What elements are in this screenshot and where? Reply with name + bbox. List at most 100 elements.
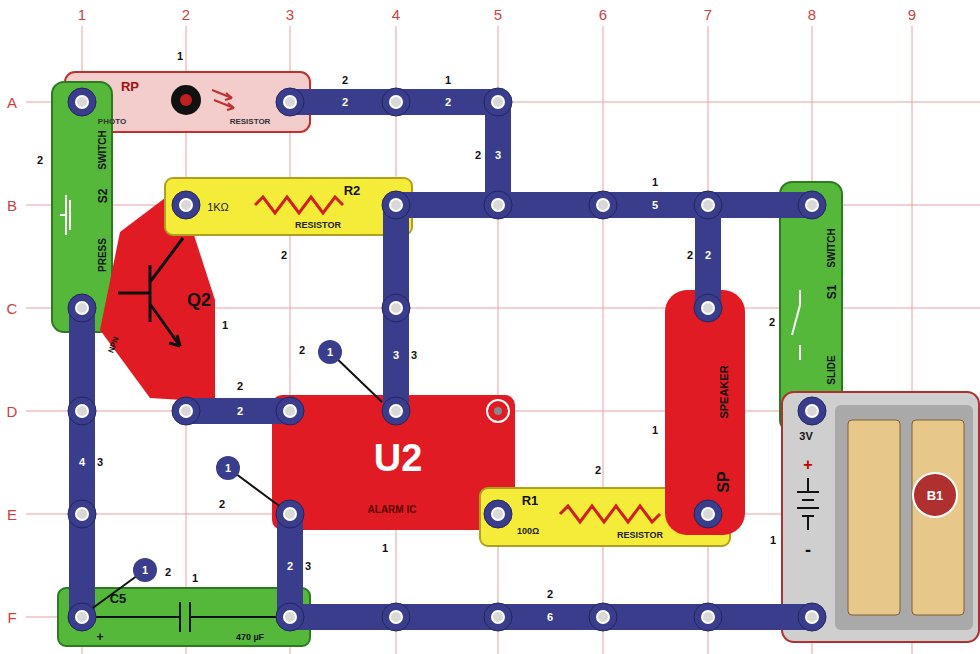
level-number: 1: [222, 320, 228, 331]
battery-holder: [782, 392, 979, 642]
part-label: SWITCH: [98, 130, 108, 169]
snap-center: [806, 405, 818, 417]
level-number: 1: [177, 51, 183, 62]
grid-label: A: [7, 95, 17, 110]
grid-label: F: [7, 610, 16, 625]
grid-label: 2: [182, 7, 190, 22]
snap: [589, 191, 617, 219]
snap-center: [284, 508, 296, 520]
grid-label: B: [7, 198, 17, 213]
snap: [276, 397, 304, 425]
grid-label: 5: [494, 7, 502, 22]
grid-label: E: [7, 507, 17, 522]
snap: [484, 88, 512, 116]
snap: [798, 397, 826, 425]
level-number: 2: [37, 155, 43, 166]
snap-number: 1: [225, 463, 231, 474]
grid-label: 8: [808, 7, 816, 22]
snap: [589, 603, 617, 631]
level-number: 2: [281, 250, 287, 261]
wire-number: 6: [547, 612, 553, 623]
part-label: R2: [344, 184, 361, 197]
snap: [694, 294, 722, 322]
snap-number: 1: [142, 565, 148, 576]
part-label: -: [805, 541, 811, 559]
level-number: 2: [237, 381, 243, 392]
snap: [382, 397, 410, 425]
snap-center: [390, 199, 402, 211]
wire-number: 4: [79, 457, 85, 468]
grid-label: 3: [286, 7, 294, 22]
snap: [382, 191, 410, 219]
grid-label: 1: [78, 7, 86, 22]
snap-center: [284, 611, 296, 623]
grid-lines: [26, 26, 980, 654]
level-number: 2: [165, 567, 171, 578]
part-label: SP: [716, 471, 732, 492]
level-number: 3: [305, 561, 311, 572]
part-label: PRESS: [98, 238, 108, 272]
snap-center: [390, 96, 402, 108]
capacitor: [58, 588, 310, 646]
snap: [68, 500, 96, 528]
part-label: RESISTOR: [295, 221, 341, 230]
level-number: 2: [687, 250, 693, 261]
speaker-part: SPSPEAKER: [665, 290, 745, 535]
snap-center: [702, 302, 714, 314]
grid-label: 9: [908, 7, 916, 22]
level-number: 1: [652, 425, 658, 436]
snap-center: [806, 611, 818, 623]
part-label: B1: [927, 489, 944, 502]
part-label: NPN: [107, 336, 120, 355]
level-number: 2: [595, 465, 601, 476]
snap-center: [597, 611, 609, 623]
part-label: S2: [97, 189, 109, 204]
snap-center: [76, 508, 88, 520]
snap-center: [492, 508, 504, 520]
part-label: +: [803, 457, 812, 473]
snap: [382, 88, 410, 116]
level-number: 2: [475, 150, 481, 161]
snap-center: [180, 199, 192, 211]
level-number: 1: [192, 573, 198, 584]
grid-label: 6: [599, 7, 607, 22]
part-label: Q2: [187, 291, 211, 309]
part-label: RESISTOR: [617, 531, 663, 540]
transistor-part: Q2NPN: [100, 195, 218, 402]
resistor-part: 100Ω R1RESISTOR: [480, 488, 730, 546]
part-label: C5: [110, 592, 127, 605]
snap-center: [492, 96, 504, 108]
snap: [172, 191, 200, 219]
snap-center: [390, 611, 402, 623]
grid-label: 4: [392, 7, 400, 22]
level-number: 2: [769, 317, 775, 328]
snap: [484, 500, 512, 528]
wire-number: 2: [445, 97, 451, 108]
part-label: 470 µF: [236, 633, 264, 642]
snap-center: [284, 96, 296, 108]
speaker: [665, 290, 745, 535]
snap: [798, 603, 826, 631]
snap-center: [702, 611, 714, 623]
wire-number: 3: [495, 150, 501, 161]
wire-number: 2: [237, 406, 243, 417]
slide-switch-part: SLIDES1SWITCH: [780, 182, 842, 432]
level-number: 3: [411, 350, 417, 361]
battery-part: 3V+-B1: [782, 392, 979, 642]
part-label: PHOTO: [98, 118, 126, 126]
snap: [484, 191, 512, 219]
wire-number: 2: [705, 250, 711, 261]
snap-center: [492, 199, 504, 211]
alarm-ic-part: U2ALARM IC: [272, 395, 515, 530]
snap-center: [76, 96, 88, 108]
part-label: R1: [522, 494, 539, 507]
snap: [172, 397, 200, 425]
snap: [68, 294, 96, 322]
level-number: 1: [445, 75, 451, 86]
part-label: 100Ω: [517, 527, 539, 536]
alarm-ic: [272, 395, 515, 530]
grid-label: 7: [704, 7, 712, 22]
resistor-part: 1KΩR2RESISTOR: [165, 178, 412, 235]
snap-center: [597, 199, 609, 211]
